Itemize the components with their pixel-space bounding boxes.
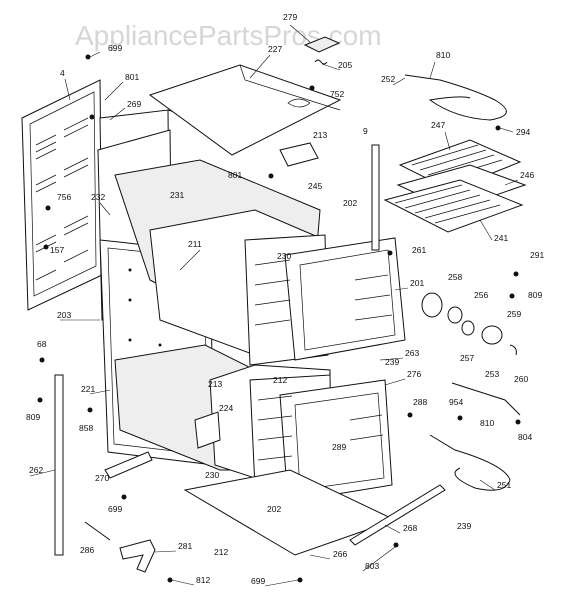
part-270 bbox=[104, 451, 153, 479]
part-label-251: 251 bbox=[497, 480, 511, 490]
part-label-810: 810 bbox=[480, 418, 494, 428]
part-label-261: 261 bbox=[412, 245, 426, 255]
part-label-201: 201 bbox=[410, 278, 424, 288]
part-label-812: 812 bbox=[196, 575, 210, 585]
part-label-954: 954 bbox=[449, 397, 463, 407]
part-label-212: 212 bbox=[273, 375, 287, 385]
lower-oven-cavity bbox=[209, 364, 393, 503]
part-label-246: 246 bbox=[520, 170, 534, 180]
part-label-247: 247 bbox=[431, 120, 445, 130]
part-label-205: 205 bbox=[338, 60, 352, 70]
part-label-262: 262 bbox=[29, 465, 43, 475]
part-label-232: 232 bbox=[91, 192, 105, 202]
part-label-252: 252 bbox=[381, 74, 395, 84]
part-label-279: 279 bbox=[283, 12, 297, 22]
upper-oven-cavity bbox=[149, 209, 406, 366]
part-label-230: 230 bbox=[205, 470, 219, 480]
part-label-241: 241 bbox=[494, 233, 508, 243]
part-label-809: 809 bbox=[26, 412, 40, 422]
part-label-259: 259 bbox=[507, 309, 521, 319]
part-label-263: 263 bbox=[405, 348, 419, 358]
part-label-270: 270 bbox=[95, 473, 109, 483]
part-label-752: 752 bbox=[330, 89, 344, 99]
part-label-699: 699 bbox=[108, 504, 122, 514]
trim-262 bbox=[54, 374, 64, 556]
part-label-239: 239 bbox=[457, 521, 471, 531]
part-label-239: 239 bbox=[385, 357, 399, 367]
part-label-266: 266 bbox=[333, 549, 347, 559]
part-label-803: 803 bbox=[365, 561, 379, 571]
part-label-211: 211 bbox=[188, 239, 202, 249]
element-251 bbox=[429, 434, 511, 491]
hinge-281 bbox=[119, 539, 156, 573]
part-label-212: 212 bbox=[214, 547, 228, 557]
part-label-269: 269 bbox=[127, 99, 141, 109]
part-label-245: 245 bbox=[308, 181, 322, 191]
element-252 bbox=[404, 74, 507, 121]
part-label-227: 227 bbox=[268, 44, 282, 54]
part-label-281: 281 bbox=[178, 541, 192, 551]
part-label-202: 202 bbox=[343, 198, 357, 208]
bracket-9 bbox=[371, 144, 380, 251]
part-label-858: 858 bbox=[79, 423, 93, 433]
part-label-203: 203 bbox=[57, 310, 71, 320]
part-label-230: 230 bbox=[277, 251, 291, 261]
screws bbox=[37, 54, 521, 583]
part-label-253: 253 bbox=[485, 369, 499, 379]
part-label-801: 801 bbox=[125, 72, 139, 82]
part-label-294: 294 bbox=[516, 127, 530, 137]
part-label-810: 810 bbox=[436, 50, 450, 60]
part-label-221: 221 bbox=[81, 384, 95, 394]
part-label-258: 258 bbox=[448, 272, 462, 282]
part-label-756: 756 bbox=[57, 192, 71, 202]
part-label-68: 68 bbox=[37, 339, 47, 349]
part-205 bbox=[314, 59, 328, 65]
part-number-labels: 279 227 205 752 699 801 4 269 810 252 294 213 9 247 80… bbox=[26, 12, 544, 586]
spring-286 bbox=[84, 521, 111, 541]
wire-253 bbox=[451, 382, 521, 416]
part-label-291: 291 bbox=[530, 250, 544, 260]
part-224 bbox=[194, 411, 221, 449]
leader-lines bbox=[29, 24, 519, 587]
part-label-268: 268 bbox=[403, 523, 417, 533]
part-label-213: 213 bbox=[208, 379, 222, 389]
part-label-224: 224 bbox=[219, 403, 233, 413]
part-label-289: 289 bbox=[332, 442, 346, 452]
part-label-276: 276 bbox=[407, 369, 421, 379]
part-213-upper bbox=[279, 142, 319, 167]
part-279 bbox=[303, 36, 341, 53]
strip-268 bbox=[349, 484, 446, 546]
part-label-801: 801 bbox=[228, 170, 242, 180]
top-panel-227 bbox=[148, 64, 342, 156]
part-label-804: 804 bbox=[518, 432, 532, 442]
part-label-256: 256 bbox=[474, 290, 488, 300]
oven-rack-241 bbox=[383, 179, 524, 233]
part-label-257: 257 bbox=[460, 353, 474, 363]
part-label-260: 260 bbox=[514, 374, 528, 384]
part-label-157: 157 bbox=[50, 245, 64, 255]
part-label-699: 699 bbox=[108, 43, 122, 53]
part-label-9: 9 bbox=[363, 126, 368, 136]
part-label-231: 231 bbox=[170, 190, 184, 200]
part-label-699: 699 bbox=[251, 576, 265, 586]
lamp-assembly bbox=[421, 292, 517, 356]
part-label-213: 213 bbox=[313, 130, 327, 140]
part-label-286: 286 bbox=[80, 545, 94, 555]
part-label-288: 288 bbox=[413, 397, 427, 407]
part-label-202: 202 bbox=[267, 504, 281, 514]
part-label-4: 4 bbox=[60, 68, 65, 78]
part-label-809: 809 bbox=[528, 290, 542, 300]
